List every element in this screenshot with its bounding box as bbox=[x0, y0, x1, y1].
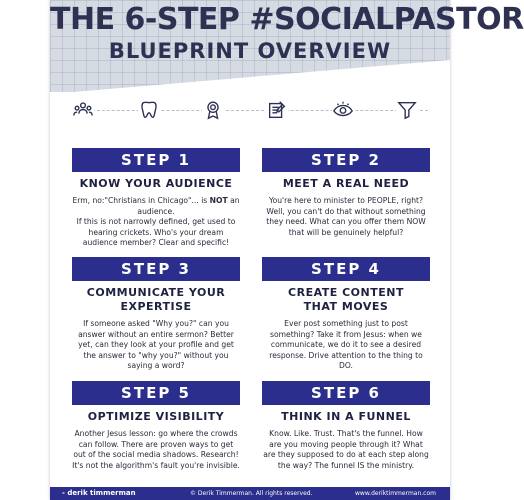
step-3-heading-line1: COMMUNICATE YOUR bbox=[86, 286, 226, 299]
step-6-heading: THINK IN A FUNNEL bbox=[281, 410, 411, 423]
step-6-label: STEP 6 bbox=[262, 381, 430, 405]
document-icon bbox=[266, 99, 288, 121]
footer-website-link[interactable]: www.deriktimmerman.com bbox=[355, 490, 436, 497]
step-1-body-part-c: an audience. bbox=[137, 196, 240, 216]
step-6-card: STEP 6 THINK IN A FUNNEL Know. Like. Tru… bbox=[262, 381, 430, 471]
step-1-body-part-d: If this is not narrowly defined, get use… bbox=[76, 217, 236, 247]
step-3-label: STEP 3 bbox=[72, 257, 240, 281]
step-1-card: STEP 1 KNOW YOUR AUDIENCE Erm, no:"Chris… bbox=[72, 148, 240, 249]
people-icon bbox=[72, 99, 94, 121]
step-3-card: STEP 3 COMMUNICATE YOUR EXPERTISE If som… bbox=[72, 257, 240, 372]
funnel-icon bbox=[396, 99, 418, 121]
step-6-body: Know. Like. Trust. That's the funnel. Ho… bbox=[263, 429, 429, 470]
step-2-card: STEP 2 MEET A REAL NEED You're here to m… bbox=[262, 148, 430, 238]
step-4-card: STEP 4 CREATE CONTENT THAT MOVES Ever po… bbox=[262, 257, 430, 372]
page-title: THE 6-STEP #SOCIALPASTOR bbox=[50, 2, 524, 37]
step-4-heading-line1: CREATE CONTENT bbox=[288, 286, 404, 299]
blueprint-page: THE 6-STEP #SOCIALPASTOR BLUEPRINT OVERV… bbox=[50, 0, 524, 500]
tooth-icon bbox=[138, 99, 160, 121]
step-3-heading-line2: EXPERTISE bbox=[120, 300, 192, 313]
step-2-body: You're here to minister to PEOPLE, right… bbox=[266, 196, 426, 237]
step-2-label: STEP 2 bbox=[262, 148, 430, 172]
step-4-heading-line2: THAT MOVES bbox=[303, 300, 389, 313]
step-icon-row bbox=[50, 92, 450, 128]
header-banner: THE 6-STEP #SOCIALPASTOR BLUEPRINT OVERV… bbox=[50, 0, 524, 92]
step-1-label: STEP 1 bbox=[72, 148, 240, 172]
eye-icon bbox=[332, 99, 354, 121]
step-1-body: Erm, no:"Christians in Chicago"... is NO… bbox=[72, 196, 240, 249]
step-5-body: Another Jesus lesson: go where the crowd… bbox=[72, 429, 240, 470]
step-5-label: STEP 5 bbox=[72, 381, 240, 405]
step-2-heading: MEET A REAL NEED bbox=[282, 177, 410, 190]
step-1-body-emphasis: NOT bbox=[209, 196, 228, 205]
footer-copyright: © Derik Timmerman. All rights reserved. bbox=[190, 490, 313, 497]
page-subtitle: BLUEPRINT OVERVIEW bbox=[108, 39, 392, 63]
step-4-label: STEP 4 bbox=[262, 257, 430, 281]
step-3-body: If someone asked "Why you?" can you answ… bbox=[78, 319, 234, 370]
step-5-heading: OPTIMIZE VISIBILITY bbox=[87, 410, 225, 423]
footer-author: - derik timmerman bbox=[62, 489, 136, 497]
footer-bar: - derik timmerman © Derik Timmerman. All… bbox=[50, 487, 450, 500]
step-1-heading: KNOW YOUR AUDIENCE bbox=[79, 177, 233, 190]
step-1-body-part-a: Erm, no:"Christians in Chicago"... is bbox=[72, 196, 210, 205]
step-4-body: Ever post something just to post somethi… bbox=[269, 319, 423, 370]
icon-row-divider bbox=[72, 110, 428, 111]
step-3-heading: COMMUNICATE YOUR EXPERTISE bbox=[72, 286, 240, 314]
step-4-heading: CREATE CONTENT THAT MOVES bbox=[262, 286, 430, 314]
step-5-card: STEP 5 OPTIMIZE VISIBILITY Another Jesus… bbox=[72, 381, 240, 471]
header-diagonal-cut bbox=[50, 60, 450, 94]
badge-icon bbox=[202, 99, 224, 121]
